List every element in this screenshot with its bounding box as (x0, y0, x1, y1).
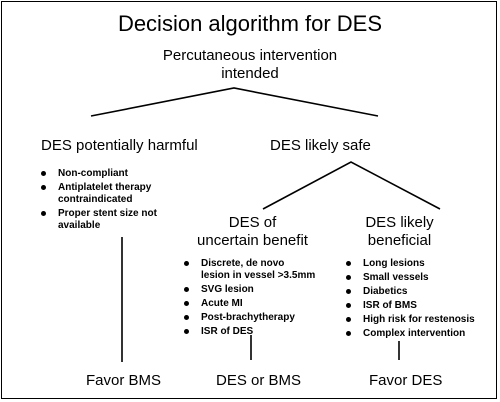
list-item: Diabetics (343, 286, 475, 298)
beneficial-node-line-1: DES likely (365, 214, 434, 231)
root-node-line-1: Percutaneous intervention (162, 47, 338, 64)
list-item: SVG lesion (181, 284, 315, 296)
bullet-icon (346, 317, 351, 322)
bullet-icon (184, 261, 189, 266)
bullet-icon (41, 211, 46, 216)
bullet-icon (41, 171, 46, 176)
bullet-icon (346, 331, 351, 336)
list-item: Small vessels (343, 272, 475, 284)
uncertain-node-line-2: uncertain benefit (197, 232, 308, 249)
uncertain-benefit-node: DES of uncertain benefit (185, 214, 320, 250)
root-node: Percutaneous intervention intended (2, 47, 498, 83)
bullet-icon (184, 315, 189, 320)
root-branch-connector (90, 87, 379, 117)
list-item: Complex intervention (343, 328, 475, 340)
favor-bms-outcome: Favor BMS (86, 372, 162, 389)
favor-des-outcome: Favor DES (369, 372, 443, 389)
bullet-icon (346, 275, 351, 280)
safe-node: DES likely safe (270, 137, 371, 154)
bullet-icon (184, 301, 189, 306)
harmful-node: DES potentially harmful (41, 137, 198, 154)
list-item: Non-compliant (38, 168, 157, 180)
list-item: Long lesions (343, 258, 475, 270)
beneficial-bullet-list: Long lesions Small vessels Diabetics ISR… (343, 258, 475, 342)
list-item: Post-brachytherapy (181, 312, 315, 324)
bullet-icon (346, 303, 351, 308)
bullet-icon (41, 185, 46, 190)
des-or-bms-outcome: DES or BMS (216, 372, 302, 389)
root-node-line-2: intended (221, 65, 279, 82)
list-item: High risk for restenosis (343, 314, 475, 326)
safe-branch-connector (262, 161, 441, 210)
list-item: Acute MI (181, 298, 315, 310)
bullet-icon (346, 289, 351, 294)
list-item: ISR of BMS (343, 300, 475, 312)
bullet-icon (184, 287, 189, 292)
likely-beneficial-node: DES likely beneficial (347, 214, 452, 250)
uncertain-node-line-1: DES of (228, 214, 277, 231)
bullet-icon (346, 261, 351, 266)
bullet-icon (184, 329, 189, 334)
list-item: ISR of DES (181, 326, 315, 338)
beneficial-node-line-2: beneficial (367, 232, 432, 249)
diagram-title: Decision algorithm for DES (117, 11, 383, 36)
